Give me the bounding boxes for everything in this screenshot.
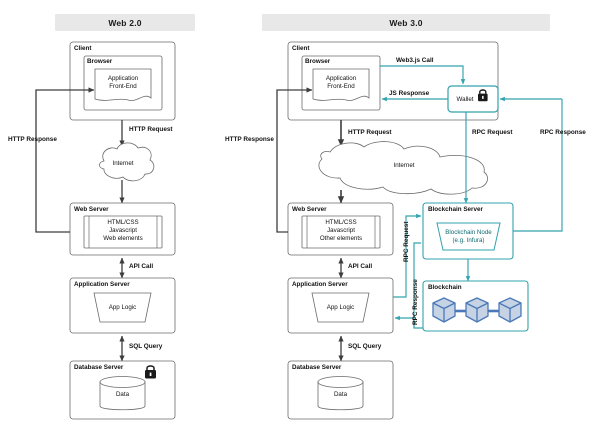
- web3-rpc-request-top-label: RPC Request: [472, 129, 513, 136]
- web3-db-server-label: Database Server: [292, 364, 342, 371]
- web3-web-server-line1: HTML/CSS: [325, 219, 357, 226]
- web3-web-server-label: Web Server: [292, 206, 327, 213]
- web3-rpc-response-top-label: RPC Response: [540, 129, 586, 136]
- blockchain-cube-icon-2: [465, 297, 489, 323]
- web2-internet-cloud: [99, 142, 155, 182]
- web3-rpc-response-rail: [512, 99, 563, 232]
- web2-app-logic-label: App Logic: [108, 304, 137, 311]
- web3-web3js-call-arrow: [380, 65, 466, 85]
- web3-blockchain-server-label: Blockchain Server: [428, 206, 483, 213]
- web3-app-logic-shape: [311, 292, 370, 323]
- web2-web-server-line1: HTML/CSS: [107, 219, 139, 226]
- web3-web3js-call-label: Web3.js Call: [396, 57, 434, 64]
- web3-http-request-label: HTTP Request: [348, 129, 392, 136]
- web3-blockchain-node-shape: [436, 222, 501, 251]
- web2-web-server-line2: Javascript: [109, 227, 137, 234]
- blockchain-cube-icon-1: [432, 297, 456, 323]
- web3-web-server-inner: [301, 215, 381, 249]
- web2-app-frontend-line1: Application: [107, 75, 139, 82]
- web2-app-frontend-shape: [94, 68, 152, 101]
- web3-wallet-label: Wallet: [456, 96, 474, 103]
- web2-app-server-label: Application Server: [74, 281, 130, 288]
- web3-blockchain-node-line1: Blockchain Node: [445, 229, 492, 236]
- web2-web-server-label: Web Server: [74, 206, 109, 213]
- web2-sql-query-label: SQL Query: [129, 343, 163, 350]
- web3-app-server-label: Application Server: [292, 281, 348, 288]
- web3-app-logic-label: App Logic: [326, 304, 355, 311]
- web2-db-server-label: Database Server: [74, 364, 124, 371]
- web2-app-logic-shape: [93, 292, 152, 323]
- web3-blockchain-node-line2: (e.g. Infura): [452, 237, 485, 244]
- web3-web-server-line3: Other elements: [319, 235, 363, 242]
- web3-api-call-label: API Call: [348, 263, 373, 270]
- web3-browser-label: Browser: [305, 58, 331, 65]
- web3-rpc-response-side-label: RPC Response: [412, 279, 419, 325]
- web2-http-response-label: HTTP Response: [8, 136, 57, 143]
- web3-blockchain-label: Blockchain: [428, 284, 462, 291]
- web3-js-response-label: JS Response: [389, 90, 430, 97]
- web3-rpc-response-side-rail: [413, 242, 421, 328]
- web3-app-frontend-line2: Front-End: [327, 83, 355, 90]
- web2-web-server-inner: [83, 215, 163, 249]
- web3-db-data-label: Data: [333, 391, 348, 398]
- web2-http-response-path: [35, 87, 95, 233]
- blockchain-cube-icon-3: [498, 297, 522, 323]
- web3-sql-query-label: SQL Query: [348, 343, 382, 350]
- web2-api-call-label: API Call: [129, 263, 154, 270]
- web3-app-frontend-shape: [312, 68, 370, 101]
- web3-internet-label: Internet: [393, 162, 415, 169]
- web2-client-label: Client: [74, 45, 92, 52]
- web2-web-server-line3: Web elements: [103, 235, 143, 242]
- web2-http-request-label: HTTP Request: [129, 126, 173, 133]
- web3-client-label: Client: [292, 45, 310, 52]
- web3-web-server-line2: Javascript: [327, 227, 355, 234]
- lock-icon: [145, 365, 156, 379]
- lock-icon: [478, 89, 488, 102]
- web2-app-frontend-line2: Front-End: [109, 83, 137, 90]
- web3-database-cylinder: [317, 376, 364, 411]
- web2-db-data-label: Data: [115, 391, 130, 398]
- web3-title: Web 3.0: [389, 17, 423, 28]
- web2-header-bar: Web 2.0: [55, 14, 195, 31]
- web3-header-bar: Web 3.0: [262, 14, 550, 31]
- web3-http-response-label: HTTP Response: [225, 136, 274, 143]
- web2-title: Web 2.0: [108, 17, 142, 28]
- web3-internet-cloud: [318, 141, 488, 195]
- web2-browser-label: Browser: [87, 58, 113, 65]
- web2-internet-label: Internet: [112, 160, 134, 167]
- web3-rpc-request-side-label: RPC Request: [403, 221, 410, 262]
- web3-app-frontend-line1: Application: [325, 75, 357, 82]
- web3-rpc-request-side-arrow: [393, 213, 422, 298]
- web2-database-cylinder: [99, 376, 146, 411]
- web3-http-response-path: [276, 87, 313, 233]
